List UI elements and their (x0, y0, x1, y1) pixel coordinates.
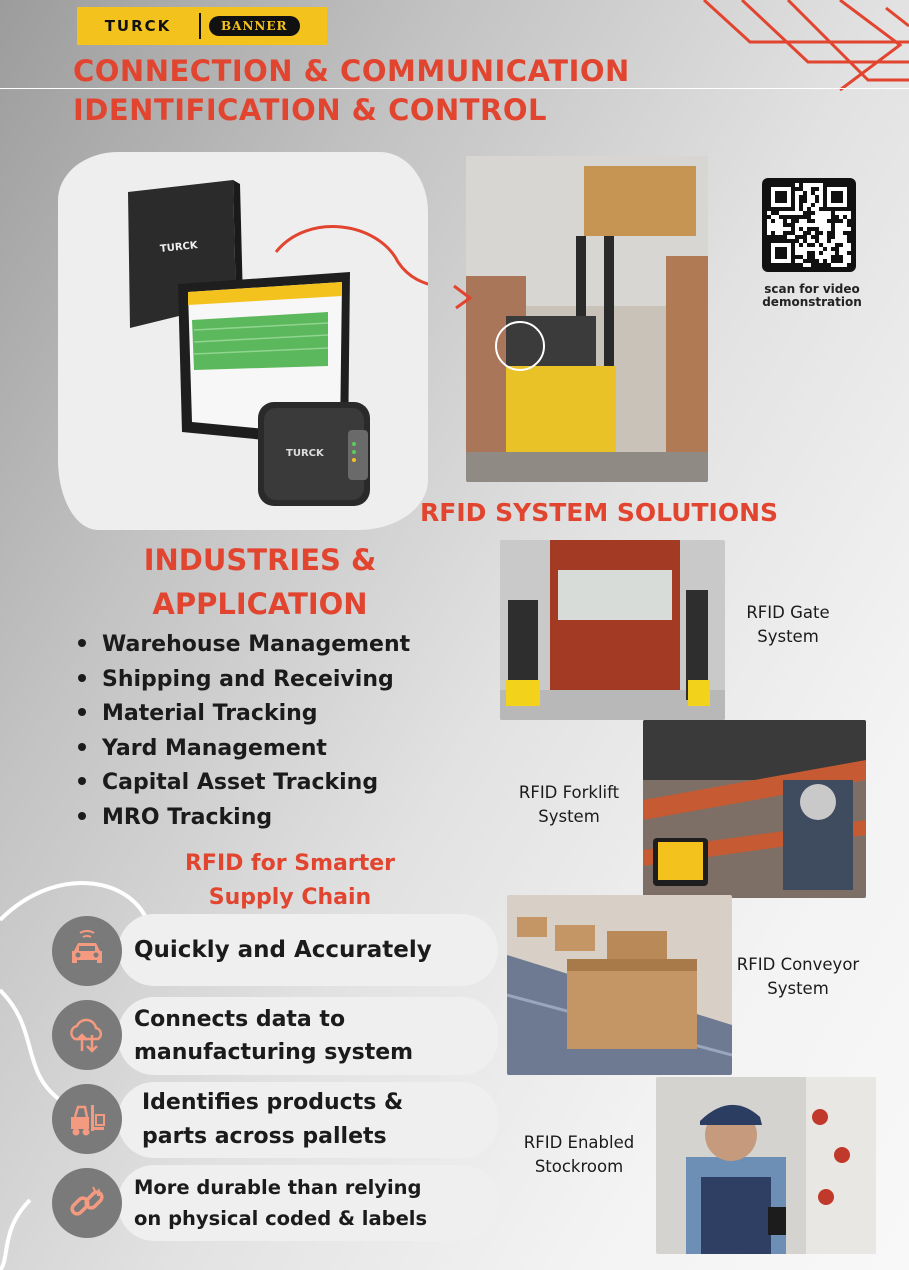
industries-title-line-2: APPLICATION (152, 587, 368, 621)
qr-caption-line-2: demonstration (762, 295, 862, 309)
bullet (78, 811, 86, 820)
stockroom-caption: RFID Enabled Stockroom (506, 1131, 652, 1179)
benefit-text-line-1: Connects data to (134, 1007, 346, 1032)
list-item: Yard Management (78, 732, 410, 767)
benefit-pill-identifies: Identifies products & parts across palle… (118, 1082, 498, 1158)
reader-label: TURCK (286, 448, 324, 459)
white-curve-decoration (0, 881, 152, 1270)
list-item-label: Shipping and Receiving (102, 666, 394, 692)
caption-line-2: System (538, 807, 600, 826)
qr-caption: scan for video demonstration (742, 283, 882, 309)
broken-link-icon (52, 1168, 122, 1238)
conveyor-system-caption: RFID Conveyor System (734, 953, 862, 1001)
rfid-stockroom-photo (656, 1077, 876, 1254)
system-solutions-title: RFID SYSTEM SOLUTIONS (420, 498, 779, 527)
caption-line-1: RFID Conveyor (736, 955, 860, 974)
benefit-text: Quickly and Accurately (134, 937, 432, 963)
bullet (78, 708, 86, 716)
list-item-label: Yard Management (102, 735, 327, 761)
caption-line-2: Stockroom (534, 1157, 624, 1176)
bullet (78, 742, 86, 751)
rfid-forklift-photo (643, 720, 866, 898)
list-item-label: Material Tracking (102, 701, 318, 726)
gate-system-caption: RFID Gate System (728, 601, 848, 649)
list-item: Capital Asset Tracking (78, 766, 410, 801)
car-signal-icon (52, 916, 122, 986)
bullet (78, 639, 86, 647)
caption-line-2: System (757, 627, 819, 646)
benefit-text-line-1: Identifies products & (142, 1090, 404, 1115)
list-item-label: Warehouse Management (102, 632, 411, 657)
banner-wordmark: BANNER (209, 16, 300, 36)
turck-banner-logo: TURCK BANNER (77, 7, 327, 45)
benefit-text-line-2: on physical coded & labels (134, 1207, 428, 1230)
header-line-2: IDENTIFICATION & CONTROL (73, 93, 548, 127)
qr-code[interactable] (762, 178, 856, 272)
list-item: Material Tracking (78, 697, 410, 732)
benefit-text: More durable than relying on physical co… (134, 1172, 427, 1234)
caption-line-1: RFID Gate (746, 603, 830, 622)
benefit-pill-quick: Quickly and Accurately (118, 914, 498, 986)
qr-caption-line-1: scan for video (764, 282, 860, 296)
caption-line-1: RFID Forklift (518, 783, 620, 802)
forklift-icon (52, 1084, 122, 1154)
industries-title-line-1: INDUSTRIES & (143, 543, 377, 577)
cloud-transfer-icon (52, 1000, 122, 1070)
supply-chain-title: RFID for Smarter Supply Chain (130, 847, 450, 915)
rfid-conveyor-photo (507, 895, 732, 1075)
forklift-warehouse-photo (466, 156, 708, 482)
forklift-system-caption: RFID Forklift System (495, 781, 643, 829)
list-item-label: Capital Asset Tracking (102, 770, 379, 795)
list-item: Warehouse Management (78, 628, 410, 663)
supply-chain-title-line-2: Supply Chain (208, 885, 372, 910)
rfid-gate-photo (500, 540, 725, 720)
list-item: Shipping and Receiving (78, 663, 410, 698)
benefit-text: Connects data to manufacturing system (134, 1003, 413, 1069)
benefit-text-line-2: manufacturing system (134, 1040, 414, 1065)
turck-wordmark: TURCK (104, 17, 172, 35)
bullet (78, 673, 86, 682)
benefit-text-line-2: parts across pallets (142, 1124, 387, 1149)
red-arrowhead (453, 284, 473, 310)
list-item: MRO Tracking (78, 801, 410, 836)
header-line-1: CONNECTION & COMMUNICATION (73, 54, 630, 88)
list-item-label: MRO Tracking (102, 804, 273, 830)
benefit-pill-connects: Connects data to manufacturing system (118, 997, 498, 1075)
caption-line-2: System (767, 979, 829, 998)
header-divider (0, 88, 909, 89)
benefit-pill-durable: More durable than relying on physical co… (118, 1165, 498, 1241)
red-chevron-decoration (702, 0, 909, 92)
logo-divider (199, 13, 201, 39)
application-list: Warehouse Management Shipping and Receiv… (78, 628, 410, 835)
bullet (78, 777, 86, 785)
supply-chain-title-line-1: RFID for Smarter (184, 851, 396, 876)
benefit-text: Identifies products & parts across palle… (142, 1086, 403, 1154)
benefit-text-line-1: More durable than relying (134, 1176, 422, 1199)
caption-line-1: RFID Enabled (523, 1133, 635, 1152)
rfid-devices-illustration (128, 180, 428, 506)
industries-title: INDUSTRIES & APPLICATION (100, 538, 420, 626)
qr-code-matrix (767, 183, 851, 267)
